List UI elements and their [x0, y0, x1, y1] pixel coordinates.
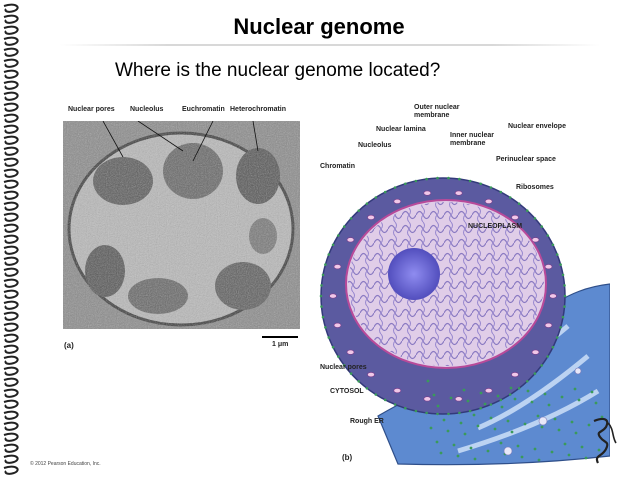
copyright-credit: © 2012 Pearson Education, Inc.	[30, 461, 101, 467]
label-nuclear-pores-b: Nuclear pores	[320, 364, 367, 371]
title-divider	[60, 44, 600, 46]
label-nuclear-envelope: Nuclear envelope	[508, 123, 566, 130]
decorative-flourish-icon	[593, 417, 617, 464]
panel-b-letter: (b)	[342, 453, 353, 462]
label-rough-er: Rough ER	[350, 418, 384, 425]
nucleus-diagram: NUCLEOPLASM	[319, 176, 610, 466]
label-inner-membrane: Inner nuclear membrane	[450, 132, 494, 147]
label-perinuclear-space: Perinuclear space	[496, 156, 556, 163]
label-nucleolus-a: Nucleolus	[130, 106, 164, 113]
slide-subtitle: Where is the nuclear genome located?	[115, 60, 441, 81]
panel-a-letter: (a)	[64, 341, 74, 350]
label-outer-membrane: Outer nuclear membrane	[414, 104, 460, 119]
label-ribosomes: Ribosomes	[516, 184, 554, 191]
scale-bar-label: 1 μm	[272, 341, 289, 348]
label-euchromatin-a: Euchromatin	[182, 106, 225, 113]
label-cytosol: CYTOSOL	[330, 388, 364, 395]
nucleus-figure: Nuclear pores Nucleolus Euchromatin Hete…	[30, 96, 610, 476]
label-nucleoplasm: NUCLEOPLASM	[468, 223, 522, 230]
slide-title: Nuclear genome	[233, 14, 405, 39]
label-heterochromatin-a: Heterochromatin	[230, 106, 287, 113]
scale-bar	[262, 336, 298, 338]
spiral-binding	[3, 3, 19, 475]
electron-micrograph	[63, 121, 300, 329]
label-nuclear-pores-a: Nuclear pores	[68, 106, 115, 113]
label-nuclear-lamina: Nuclear lamina	[376, 126, 426, 133]
label-chromatin: Chromatin	[320, 163, 355, 170]
label-nucleolus-b: Nucleolus	[358, 142, 392, 149]
